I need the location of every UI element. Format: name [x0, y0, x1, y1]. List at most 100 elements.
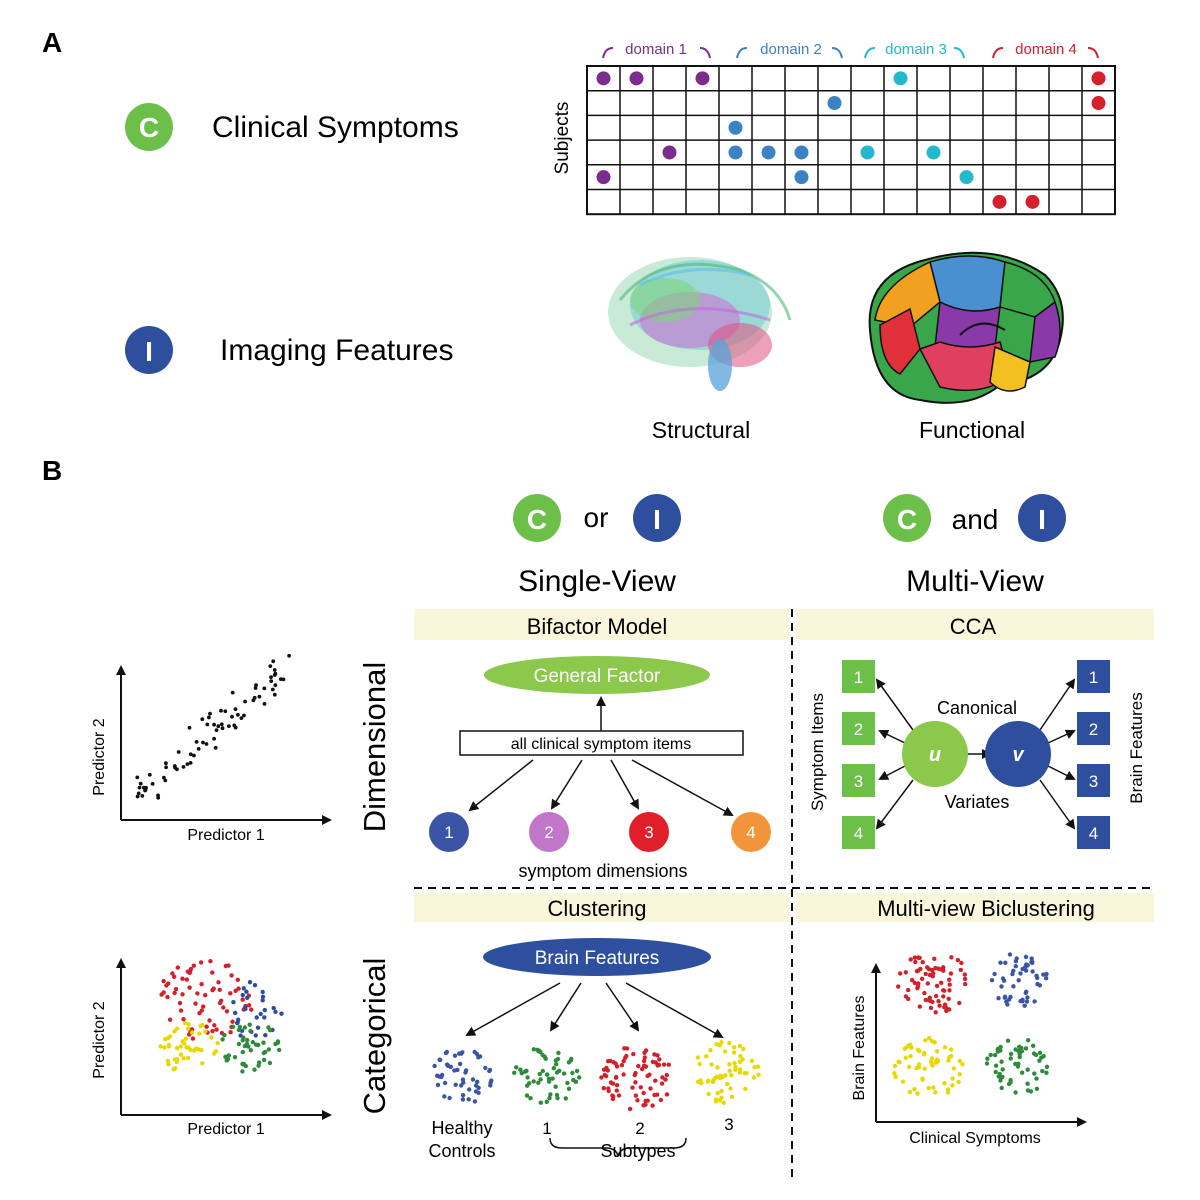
subtype-1-point — [514, 1065, 519, 1070]
red-cluster-point — [180, 992, 185, 997]
brain-features-ellipse-label: Brain Features — [535, 948, 660, 969]
mvbc-red-point — [962, 972, 967, 977]
scatter-point — [281, 677, 286, 682]
healthy-controls-point — [460, 1097, 466, 1102]
subtype-1-point — [553, 1084, 558, 1089]
mvbc-blue-point — [1007, 952, 1013, 957]
subtype-3-point — [708, 1048, 713, 1053]
yellow-cluster-point — [200, 1061, 205, 1066]
red-cluster-point — [165, 994, 170, 1000]
structural-brain-image — [608, 257, 792, 391]
mvbc-blue-point — [992, 971, 997, 977]
red-cluster-point — [187, 985, 192, 990]
red-cluster-point — [224, 1009, 230, 1014]
scatter-point — [269, 679, 274, 683]
scatter-point — [176, 750, 181, 754]
mvbc-yellow-point — [933, 1090, 938, 1095]
scatter-point — [212, 736, 217, 741]
scatter-point — [207, 715, 211, 720]
subtype-2-point — [599, 1075, 604, 1080]
mvbc-blue-point — [1044, 976, 1049, 981]
scatter-point — [271, 659, 276, 664]
mvbc-blue-point — [1020, 966, 1025, 972]
clustering-title: Clustering — [547, 896, 646, 921]
subtype-2-point — [653, 1060, 658, 1065]
yellow-cluster-point — [209, 1035, 214, 1040]
mvbc-yellow-point — [915, 1091, 920, 1096]
subtype-3-point — [713, 1097, 719, 1102]
red-cluster-point — [235, 977, 240, 982]
subtype-1-point — [557, 1068, 562, 1074]
scatter-point — [200, 717, 205, 722]
scatter-point — [219, 722, 224, 727]
subtype-2-point — [613, 1075, 619, 1080]
subtype-1-point — [553, 1058, 559, 1063]
mvbc-title: Multi-view Biclustering — [877, 896, 1095, 921]
mvbc-blue-point — [1002, 995, 1007, 1000]
bifactor-title-bar — [414, 609, 789, 640]
scatter-point — [287, 653, 291, 658]
red-cluster-point — [164, 983, 169, 988]
symptom-items-label: Symptom Items — [808, 693, 827, 811]
symptom-item-number: 4 — [854, 824, 863, 843]
subtype-3-point — [721, 1100, 726, 1106]
mvbc-green-point — [1034, 1076, 1039, 1081]
subtype-1-point — [550, 1076, 555, 1081]
red-cluster-point — [246, 1003, 252, 1008]
subtype-2-point — [641, 1058, 647, 1064]
mvbc-yellow-point — [922, 1066, 927, 1071]
green-cluster-point — [242, 1025, 248, 1030]
yellow-cluster-point — [189, 1030, 195, 1035]
subtype-2-point — [659, 1081, 665, 1086]
green-cluster-point — [240, 1049, 245, 1055]
grid-dot — [728, 145, 743, 160]
red-cluster-point — [201, 1004, 206, 1009]
subtype-3-point — [715, 1091, 720, 1096]
mvbc-red-point — [898, 971, 903, 976]
red-cluster-point — [178, 1008, 184, 1013]
yellow-cluster-point — [167, 1034, 173, 1039]
yellow-cluster-point — [185, 1026, 191, 1031]
subtype-2-point — [610, 1093, 615, 1098]
healthy-controls-point — [445, 1063, 451, 1069]
subtype-2-point — [614, 1083, 620, 1088]
variates-label: Variates — [945, 792, 1010, 812]
subtype-2-point — [663, 1077, 668, 1082]
domain-headers: domain 1 domain 2 domain 3 domain 4 — [602, 41, 1099, 59]
healthy-controls-point — [459, 1083, 464, 1088]
red-cluster-point — [240, 997, 245, 1002]
mvbc-green-point — [998, 1048, 1003, 1053]
subtype-1-point — [540, 1052, 545, 1058]
healthy-controls-point — [473, 1089, 479, 1094]
imaging-badge-letter: I — [145, 336, 153, 367]
yellow-cluster-point — [182, 1021, 188, 1026]
mvbc-red-point — [915, 986, 920, 991]
scatter-point — [138, 781, 143, 786]
green-cluster-point — [248, 1048, 253, 1053]
yellow-cluster-point — [215, 1040, 220, 1046]
subtype-3-point — [742, 1071, 747, 1076]
red-cluster-point — [175, 965, 180, 970]
mvbc-green-point — [1037, 1050, 1043, 1056]
subtype-3-point — [715, 1065, 720, 1070]
mvbc-yellow-point — [907, 1089, 913, 1095]
subtype-2-point — [650, 1103, 655, 1108]
mvbc-green-point — [999, 1075, 1004, 1080]
scatter-point — [181, 765, 186, 769]
symptom-item-number: 1 — [854, 668, 863, 687]
subtype-1-point — [544, 1072, 550, 1077]
healthy-label: Healthy — [431, 1118, 492, 1138]
subtype-1-point — [547, 1095, 552, 1101]
subtype-2-point — [631, 1051, 636, 1057]
blue-cluster-point — [258, 1011, 263, 1017]
domain-2-label: domain 2 — [760, 41, 822, 58]
scatter-point — [227, 724, 231, 728]
scatter-point — [140, 794, 145, 798]
subtype-1-point — [554, 1062, 559, 1067]
scatter-point — [136, 791, 141, 796]
multi-view-right-letter: I — [1038, 504, 1046, 535]
mvbc-blue-point — [1023, 968, 1029, 973]
yellow-cluster-point — [183, 1036, 189, 1041]
subtype-1-point — [524, 1093, 530, 1098]
subtype-3-point — [704, 1054, 709, 1059]
